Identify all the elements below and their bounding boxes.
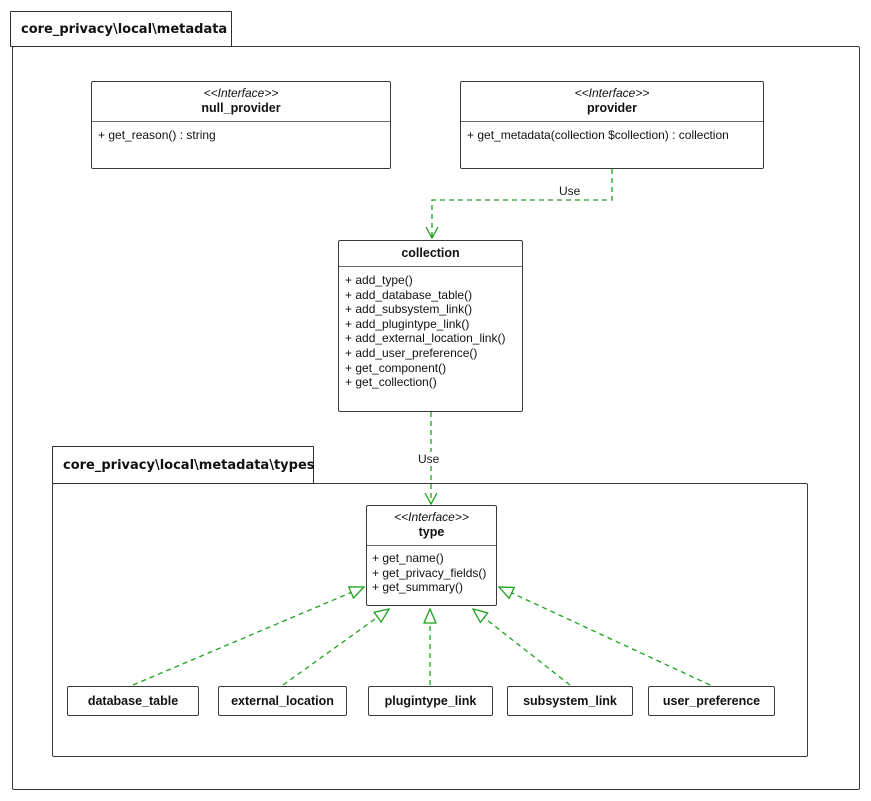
method-item: + add_type() [345,273,413,287]
method-item: + get_privacy_fields() [372,565,487,580]
method-item: + add_subsystem_link() [345,302,473,317]
class-null-provider-header: <<Interface>> null_provider [92,82,390,122]
types-package-title: core_privacy\local\metadata\types [52,446,315,484]
class-collection-methods: + add_type() + add_database_table() + ad… [339,267,522,396]
method-item: + get_name() [372,551,444,565]
method-item: + get_metadata(collection $collection) :… [467,128,729,142]
class-collection: collection + add_type() + add_database_t… [338,240,523,412]
class-name: provider [586,101,637,115]
interface-stereotype: <<Interface>> [394,510,469,524]
class-name: database_table [87,694,179,708]
leaf-class-subsystem-link: subsystem_link [507,686,633,716]
class-type-methods: + get_name() + get_privacy_fields() + ge… [367,546,496,600]
leaf-class-user-preference: user_preference [648,686,775,716]
types-package-label: core_privacy\local\metadata\types [63,457,315,473]
class-name: type [418,525,445,539]
class-name: external_location [231,694,334,708]
class-null-provider: <<Interface>> null_provider + get_reason… [91,81,391,169]
method-item: + get_collection() [345,375,437,390]
method-item: + get_summary() [372,580,464,595]
class-name: subsystem_link [523,694,617,708]
use-edge-label: Use [557,184,583,198]
class-provider: <<Interface>> provider + get_metadata(co… [460,81,764,169]
class-provider-methods: + get_metadata(collection $collection) :… [461,122,763,149]
class-provider-header: <<Interface>> provider [461,82,763,122]
outer-package-label: core_privacy\local\metadata [21,21,228,37]
class-name: user_preference [662,694,761,708]
class-type: <<Interface>> type + get_name() + get_pr… [366,505,497,606]
class-type-header: <<Interface>> type [367,506,496,546]
leaf-class-external-location: external_location [218,686,347,716]
method-item: + add_plugintype_link() [345,316,470,331]
method-item: + get_component() [345,360,447,375]
use-edge-label: Use [416,452,442,466]
leaf-class-database-table: database_table [67,686,199,716]
leaf-class-plugintype-link: plugintype_link [368,686,493,716]
method-item: + add_external_location_link() [345,331,506,346]
class-collection-header: collection [339,241,522,267]
class-name: plugintype_link [384,694,477,708]
interface-stereotype: <<Interface>> [574,86,650,100]
types-package-body [52,483,808,757]
class-name: null_provider [201,101,281,115]
interface-stereotype: <<Interface>> [203,86,279,100]
method-item: + add_user_preference() [345,345,478,360]
method-item: + add_database_table() [345,287,473,302]
class-name: collection [401,246,460,260]
outer-package-title: core_privacy\local\metadata [10,11,232,47]
class-null-provider-methods: + get_reason() : string [92,122,390,149]
outer-package-body [12,46,860,790]
method-item: + get_reason() : string [98,128,216,142]
